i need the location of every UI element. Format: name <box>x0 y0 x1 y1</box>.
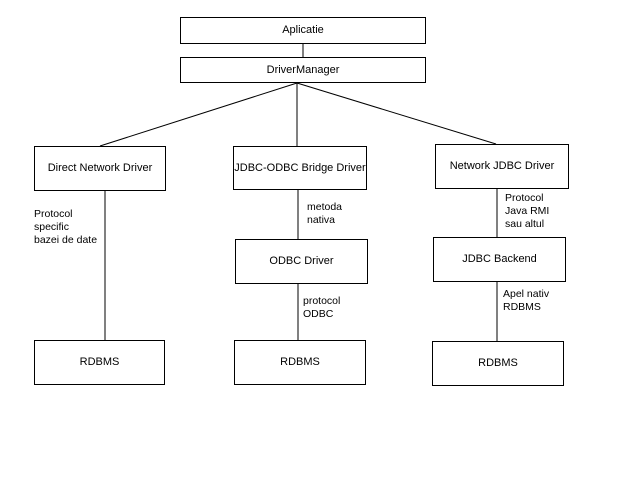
label-metoda-nativa: metoda nativa <box>307 201 343 226</box>
label-protocol-specific: Protocol specific bazei de date <box>34 208 98 246</box>
jdbc-backend-box: JDBC Backend <box>433 237 566 282</box>
rdbms-right-box: RDBMS <box>432 341 564 386</box>
label-apel-nativ: Apel nativ RDBMS <box>503 288 550 313</box>
aplicatie-box: Aplicatie <box>180 17 426 44</box>
rdbms-left-box: RDBMS <box>34 340 165 385</box>
direct-network-driver-box: Direct Network Driver <box>34 146 166 191</box>
odbc-driver-box: ODBC Driver <box>235 239 368 284</box>
label-protocol-odbc: protocol ODBC <box>303 295 341 320</box>
rdbms-middle-box: RDBMS <box>234 340 366 385</box>
edge-drivermanager-network <box>296 82 497 145</box>
jdbc-odbc-bridge-driver-box: JDBC-ODBC Bridge Driver <box>233 146 367 190</box>
network-jdbc-driver-box: Network JDBC Driver <box>435 144 569 189</box>
driver-manager-box: DriverManager <box>180 57 426 83</box>
edge-drivermanager-direct <box>99 82 298 147</box>
label-protocol-java-rmi: Protocol Java RMI sau altul <box>505 192 550 230</box>
